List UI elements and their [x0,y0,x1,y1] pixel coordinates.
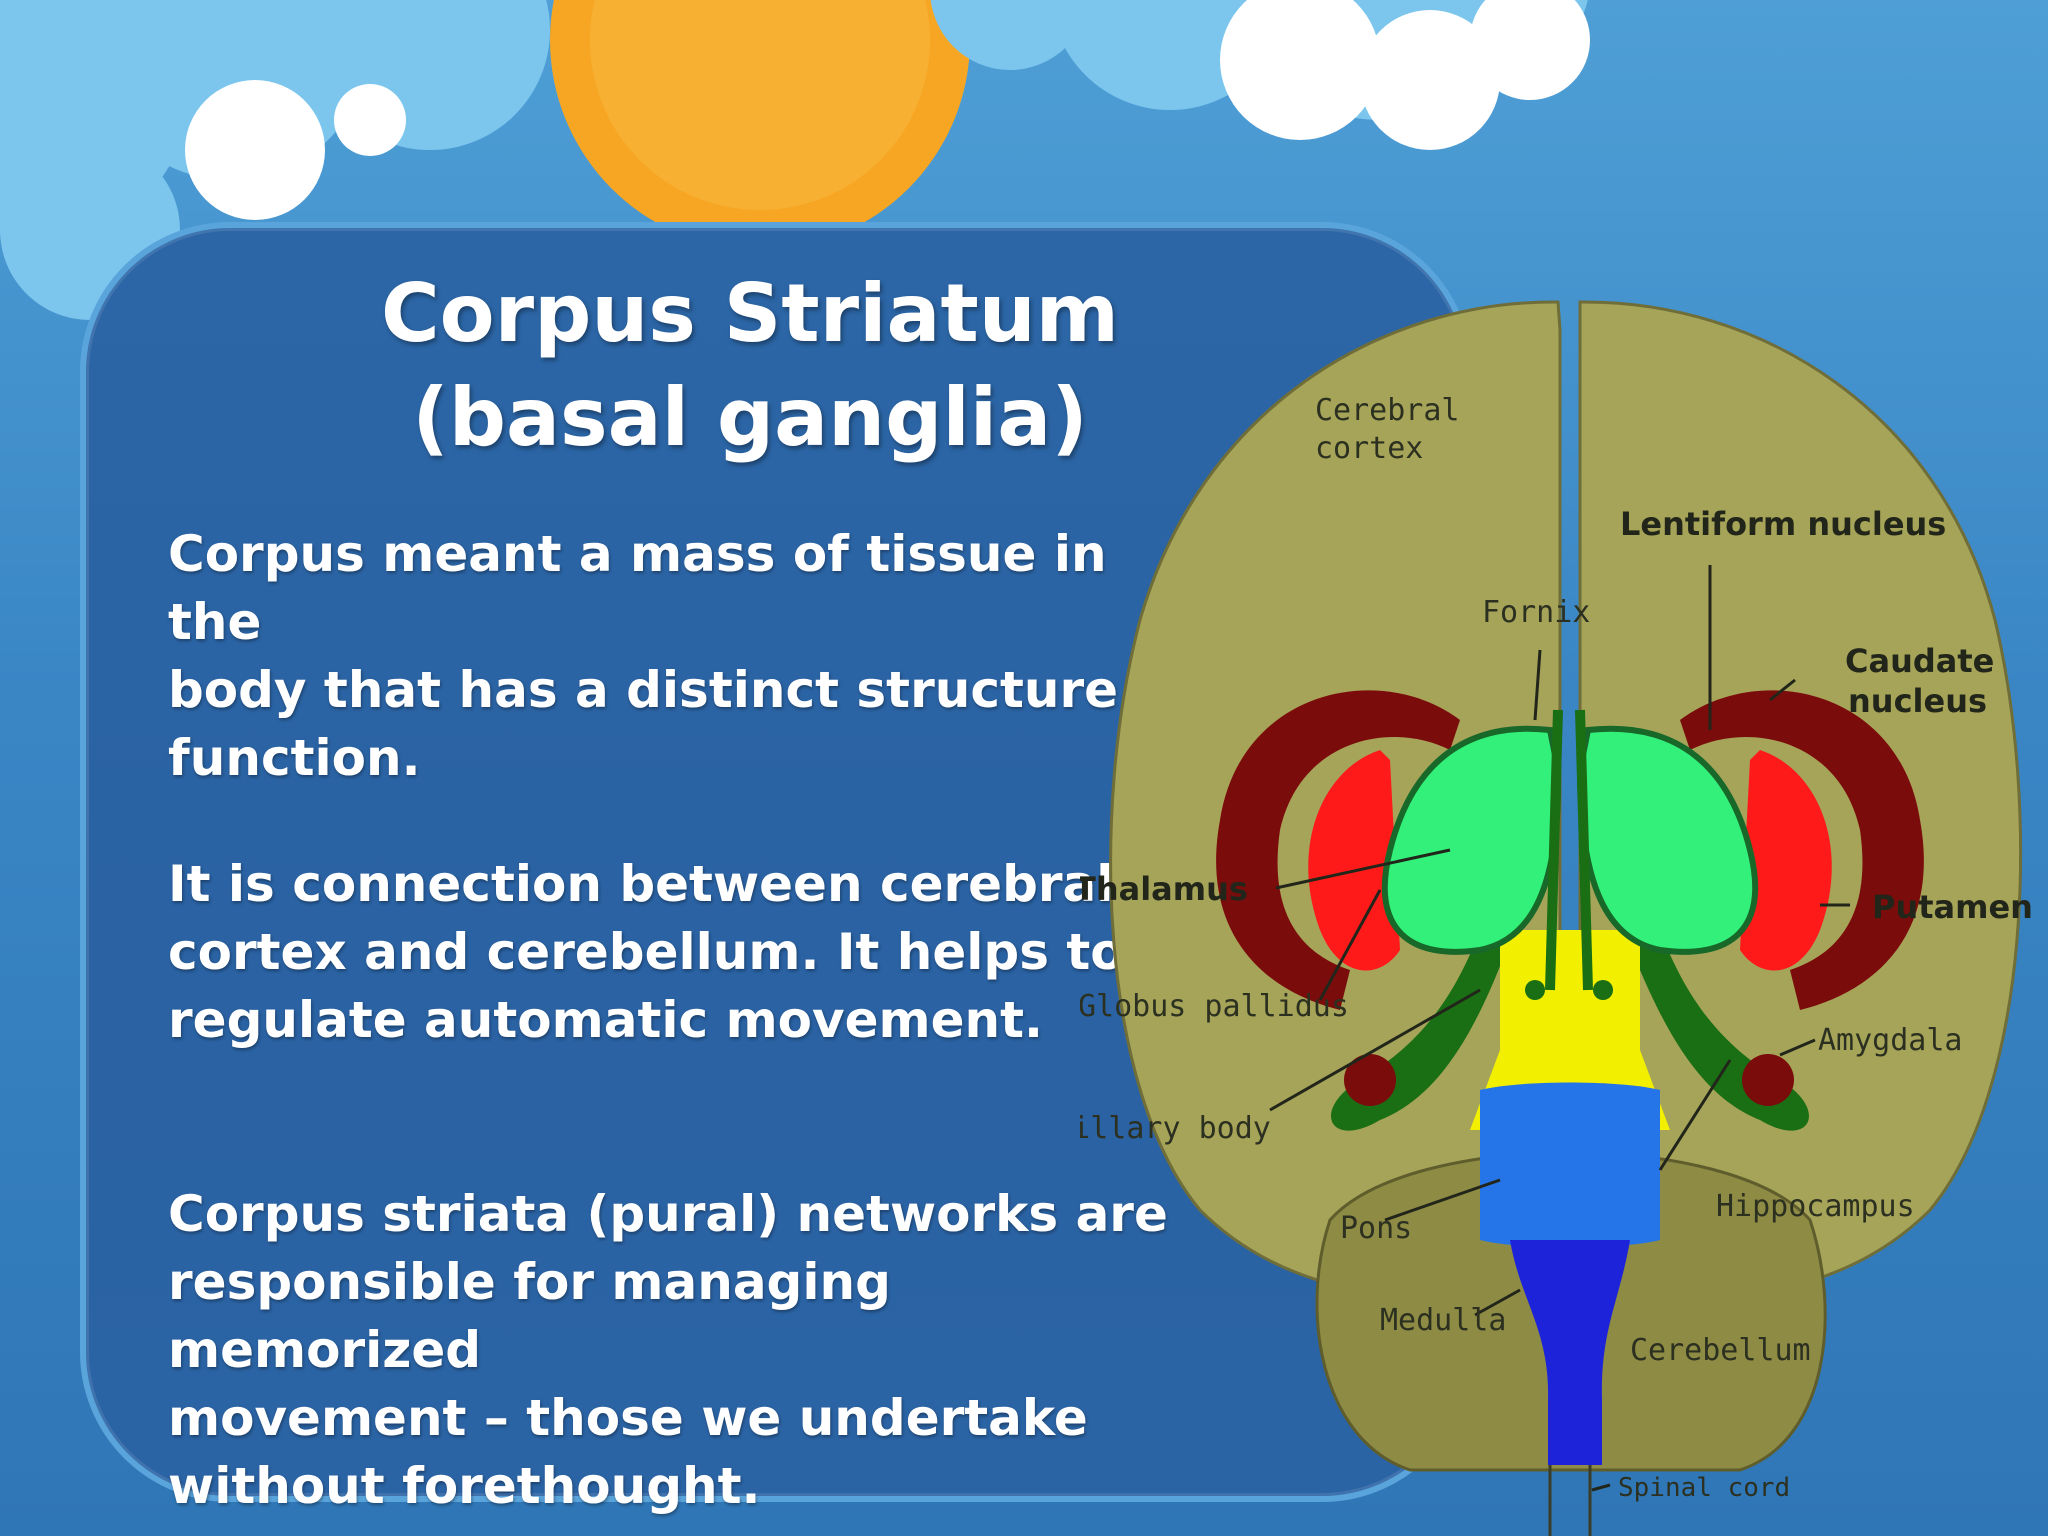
putamen-right [1740,750,1832,971]
slide-title-line1: Corpus Striatum [380,267,1120,360]
medulla-shape [1510,1240,1630,1465]
label-fornix: Fornix [1482,595,1590,630]
caudate-right [1680,690,1924,1010]
label-medulla: Medulla [1380,1303,1506,1338]
label-mamillary-body: Mamillary body [1080,1111,1271,1146]
label-amygdala: Amygdala [1818,1023,1963,1058]
amygdala-right [1742,1054,1794,1106]
brainstem-shape [1470,930,1670,1130]
caudate-left [1216,690,1460,1010]
label-hippocampus: Hippocampus [1716,1189,1915,1224]
paragraph-line: body that has a distinct structure or [168,661,1195,719]
paragraph-line: without forethought. [168,1457,761,1515]
label-globus-pallidus: Globus pallidus [1080,989,1349,1024]
thalamus-left [1381,725,1562,955]
label-spinal-cord: Spinal cord [1618,1473,1790,1503]
label-pons: Pons [1340,1211,1412,1246]
paragraph-line: Corpus meant a mass of tissue in the [168,525,1107,651]
pons-shape [1480,1082,1660,1248]
label-lentiform-nucleus: Lentiform nucleus [1620,505,1946,543]
paragraph-1: Corpus meant a mass of tissue in the bod… [168,520,1208,792]
brain-diagram: Cerebral cortex Lentiform nucleus Fornix… [1080,300,2033,1536]
mamillary-body-left [1525,980,1545,1000]
label-cerebral-cortex-2: cortex [1315,431,1423,466]
paragraph-line: movement – those we undertake [168,1389,1088,1447]
paragraph-line: It is connection between cerebral [168,855,1114,913]
slide-title-line2: (basal ganglia) [412,371,1088,464]
paragraph-line: regulate automatic movement. [168,991,1044,1049]
label-caudate-nucleus-1: Caudate [1845,642,1994,680]
paragraph-2: It is connection between cerebral cortex… [168,850,1208,1054]
fornix-shape [1545,709,1593,991]
label-thalamus: Thalamus [1080,870,1248,908]
paragraph-line: cortex and cerebellum. It helps to [168,923,1125,981]
putamen-left [1308,750,1400,971]
label-cerebral-cortex-1: Cerebral [1315,393,1460,428]
label-caudate-nucleus-2: nucleus [1848,682,1987,720]
paragraph-3: Corpus striata (pural) networks are resp… [168,1180,1208,1520]
label-cerebellum: Cerebellum [1630,1333,1811,1368]
thalamus-right [1576,725,1759,955]
mamillary-body-right [1593,980,1613,1000]
amygdala-left [1344,1054,1396,1106]
label-putamen: Putamen [1872,888,2033,926]
paragraph-line: function. [168,729,421,787]
paragraph-line: responsible for managing memorized [168,1253,891,1379]
paragraph-line: Corpus striata (pural) networks are [168,1185,1168,1243]
